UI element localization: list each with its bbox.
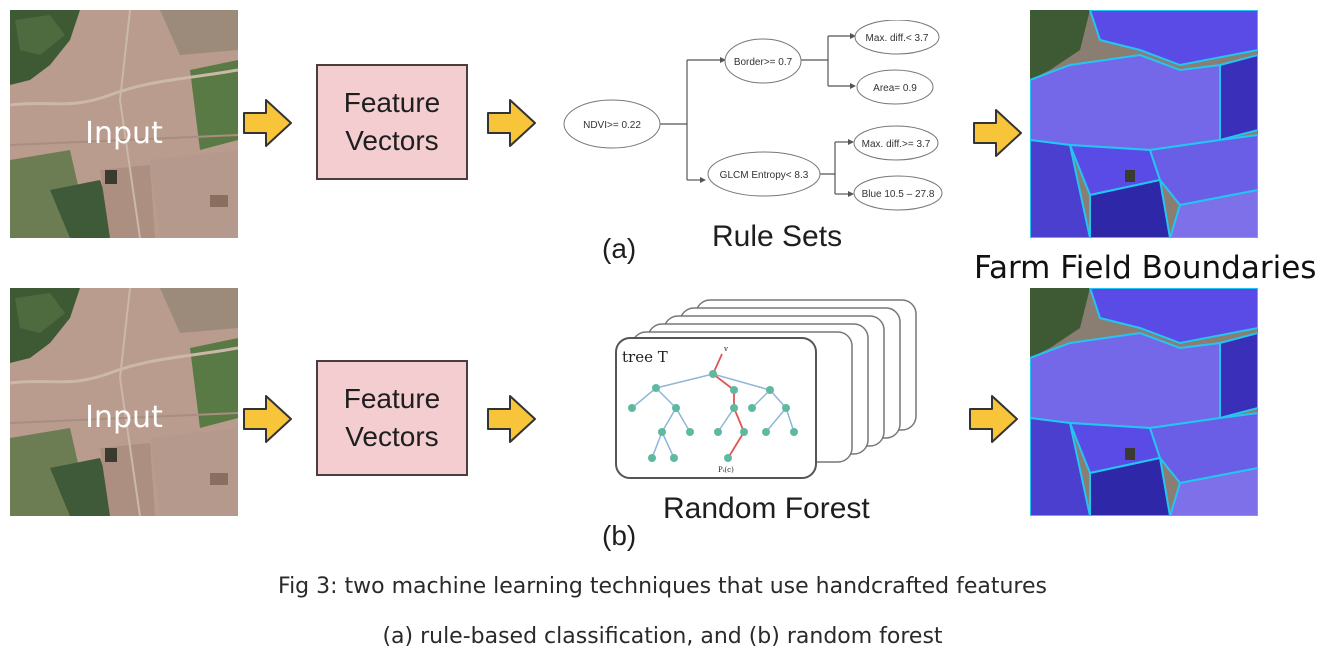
output-segmented-image-a [1030,10,1258,238]
feature-vectors-box: Feature Vectors [316,360,468,476]
input-label: Input [85,116,163,151]
feature-vectors-line1: Feature [343,87,441,118]
random-forest-stack: tree T v Pₜ(c) [615,299,917,479]
rule-leaf-area: Area= 0.9 [873,83,917,94]
tree-leaf-label: Pₜ(c) [718,466,734,474]
output-segmented-image-b [1030,288,1258,516]
rule-set-tree: NDVI>= 0.22 Border>= 0.7 GLCM Entropy< 8… [563,20,943,211]
arrow-right-icon [486,97,538,149]
rule-sets-title: Rule Sets [712,220,843,253]
figure-caption-line2: (a) rule-based classification, and (b) r… [382,624,943,649]
feature-vectors-line2: Vectors [345,125,439,156]
arrow-right-icon [242,393,294,445]
arrow-right-icon [968,393,1020,445]
label-b: (b) [602,520,637,551]
arrow-right-icon [486,393,538,445]
tree-root-label: v [723,345,728,353]
rule-node-root: NDVI>= 0.22 [583,120,641,131]
feature-vectors-box: Feature Vectors [316,64,468,180]
feature-vectors-line2: Vectors [345,421,439,452]
farm-field-boundaries-title: Farm Field Boundaries [974,250,1317,286]
label-a: (a) [602,233,637,264]
input-aerial-image-a: Input [10,10,238,238]
rule-node-border: Border>= 0.7 [734,57,793,68]
tree-t-label: tree T [622,348,668,366]
rule-leaf-blue: Blue 10.5 – 27.8 [862,189,935,200]
arrow-right-icon [972,107,1024,159]
rule-leaf-maxdiff-lt: Max. diff.< 3.7 [866,33,929,44]
random-forest-title: Random Forest [663,492,870,525]
input-label: Input [85,400,163,435]
rule-leaf-maxdiff-ge: Max. diff.>= 3.7 [862,139,931,150]
input-aerial-image-b: Input [10,288,238,516]
rule-node-glcm: GLCM Entropy< 8.3 [720,170,809,181]
feature-vectors-line1: Feature [343,383,441,414]
figure-caption-line1: Fig 3: two machine learning techniques t… [278,574,1047,599]
arrow-right-icon [242,97,294,149]
